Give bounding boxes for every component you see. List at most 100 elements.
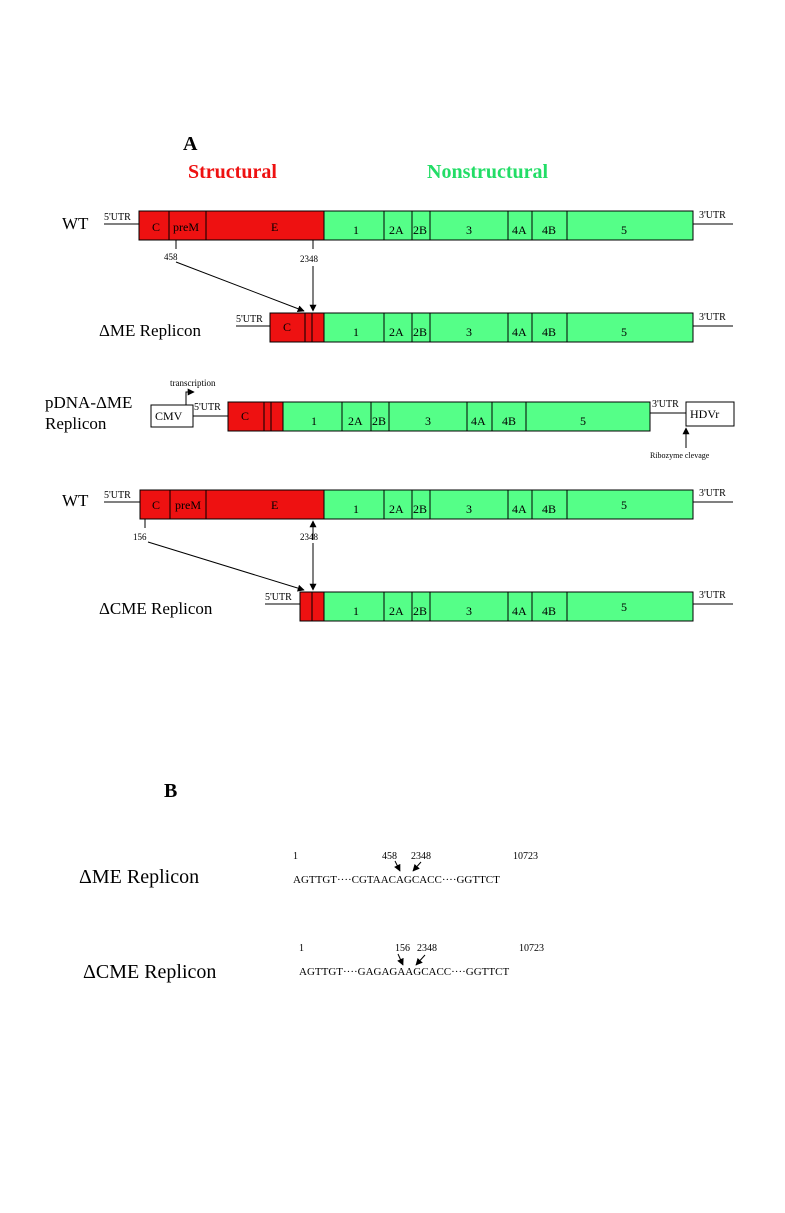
me-replicon-label: ΔME Replicon xyxy=(99,321,202,340)
gene-ns3-label: 3 xyxy=(466,502,472,516)
utr5-label: 5'UTR xyxy=(265,592,292,603)
panel-a-label: A xyxy=(183,133,198,155)
me-junction-arrow-a xyxy=(394,860,401,872)
cme-pos-2348: 2348 xyxy=(417,943,437,954)
gene-ns5 xyxy=(566,591,694,622)
gene-prem-remnant xyxy=(263,401,272,432)
me-pos-end: 10723 xyxy=(513,851,538,862)
gene-ns1 xyxy=(323,489,385,520)
gene-ns5 xyxy=(525,401,651,432)
gene-ns1 xyxy=(323,210,385,241)
gene-ns4b-label: 4B xyxy=(542,502,556,516)
me-sequence-block: ΔME Replicon 1 458 2348 10723 AGTTGT····… xyxy=(79,851,538,888)
gene-prem-remnant xyxy=(304,312,313,343)
utr5-label: 5'UTR xyxy=(236,314,263,325)
gene-ns2b-label: 2B xyxy=(413,604,427,618)
hdvr-label: HDVr xyxy=(690,407,719,421)
gene-e xyxy=(205,210,325,241)
gene-c xyxy=(139,489,171,520)
ribozyme-label: Ribozyme clevage xyxy=(650,451,710,460)
cme-sequence-block: ΔCME Replicon 1 156 2348 10723 AGTTGT···… xyxy=(83,943,544,983)
gene-ns2b-label: 2B xyxy=(413,223,427,237)
gene-ns4b xyxy=(531,591,568,622)
gene-ns1 xyxy=(323,312,385,343)
gene-ns1-label: 1 xyxy=(353,502,359,516)
utr5-label: 5'UTR xyxy=(194,402,221,413)
utr5-label: 5'UTR xyxy=(104,212,131,223)
wt-genome-1: WT 5'UTR C preM E 1 2A 2B 3 4A 4B 5 3'UT… xyxy=(62,210,733,241)
gene-ns1-label: 1 xyxy=(353,325,359,339)
gene-ns5-label: 5 xyxy=(621,498,627,512)
cme-sequence-name: ΔCME Replicon xyxy=(83,961,216,983)
gene-ns3 xyxy=(429,489,509,520)
cmv-label: CMV xyxy=(155,409,183,423)
cme-junction-arrow-b xyxy=(415,954,426,966)
gene-ns4b-label: 4B xyxy=(502,414,516,428)
gene-ns2a xyxy=(383,312,413,343)
gene-ns2a-label: 2A xyxy=(389,604,404,618)
cme-pos-end: 10723 xyxy=(519,943,544,954)
gene-prem xyxy=(169,489,207,520)
me-sequence-name: ΔME Replicon xyxy=(79,866,199,888)
gene-ns3-label: 3 xyxy=(466,604,472,618)
me-replicon: ΔME Replicon 5'UTR C 1 2A 2B 3 4A 4B 5 3… xyxy=(99,312,733,343)
utr3-label: 3'UTR xyxy=(652,399,679,410)
pos-458-label: 458 xyxy=(164,252,178,262)
gene-c-label: C xyxy=(152,498,160,512)
gene-ns1 xyxy=(282,401,343,432)
gene-ns4b-label: 4B xyxy=(542,604,556,618)
pos-2348-label: 2348 xyxy=(300,532,319,542)
cme-replicon: ΔCME Replicon 5'UTR 1 2A 2B 3 4A 4B 5 3'… xyxy=(99,590,733,622)
utr3-label: 3'UTR xyxy=(699,210,726,221)
gene-ns4a xyxy=(507,591,533,622)
gene-ns5-label: 5 xyxy=(621,600,627,614)
gene-ns4a-label: 4A xyxy=(512,325,527,339)
gene-ns2b-label: 2B xyxy=(372,414,386,428)
gene-ns2b-label: 2B xyxy=(413,325,427,339)
gene-ns1-label: 1 xyxy=(353,223,359,237)
gene-ns4b xyxy=(531,312,568,343)
gene-ns2a-label: 2A xyxy=(389,223,404,237)
gene-ns2a-label: 2A xyxy=(389,502,404,516)
utr3-label: 3'UTR xyxy=(699,312,726,323)
gene-ns1-label: 1 xyxy=(311,414,317,428)
gene-ns3-label: 3 xyxy=(466,223,472,237)
gene-e-remnant xyxy=(311,312,325,343)
panel-b-label: B xyxy=(164,780,177,802)
pdna-label-line2: Replicon xyxy=(45,414,107,433)
me-pos-start: 1 xyxy=(293,851,298,862)
nonstructural-heading: Nonstructural xyxy=(427,161,549,183)
me-junction-arrow-b xyxy=(412,861,422,872)
gene-ns1 xyxy=(323,591,385,622)
structural-heading: Structural xyxy=(188,161,277,183)
gene-ns3 xyxy=(388,401,468,432)
gene-ns4b xyxy=(491,401,527,432)
gene-ns5 xyxy=(566,489,694,520)
gene-ns5 xyxy=(566,210,694,241)
gene-c-label: C xyxy=(152,220,160,234)
transcription-label: transcription xyxy=(170,378,216,388)
gene-ns4b-label: 4B xyxy=(542,223,556,237)
gene-ns4a xyxy=(507,210,533,241)
me-pos-2348: 2348 xyxy=(411,851,431,862)
pos-156-label: 156 xyxy=(133,532,147,542)
me-pos-458: 458 xyxy=(382,851,397,862)
gene-ns2a-label: 2A xyxy=(389,325,404,339)
me-sequence: AGTTGT····CGTAACAGCACC····GGTTCT xyxy=(293,874,500,886)
gene-c-remnant xyxy=(299,591,313,622)
wt-label: WT xyxy=(62,214,89,233)
gene-ns2a xyxy=(383,489,413,520)
transcription-arrow xyxy=(185,388,195,405)
gene-e-label: E xyxy=(271,220,278,234)
utr5-label: 5'UTR xyxy=(104,490,131,501)
gene-ns2b-label: 2B xyxy=(413,502,427,516)
wt-label: WT xyxy=(62,491,89,510)
gene-c-label: C xyxy=(283,320,291,334)
gene-ns5 xyxy=(566,312,694,343)
gene-ns4a xyxy=(466,401,493,432)
pdna-me-replicon: pDNA-ΔME Replicon transcription CMV 5'UT… xyxy=(45,378,735,460)
fusion-arrow-156 xyxy=(147,541,305,592)
gene-ns5-label: 5 xyxy=(621,223,627,237)
